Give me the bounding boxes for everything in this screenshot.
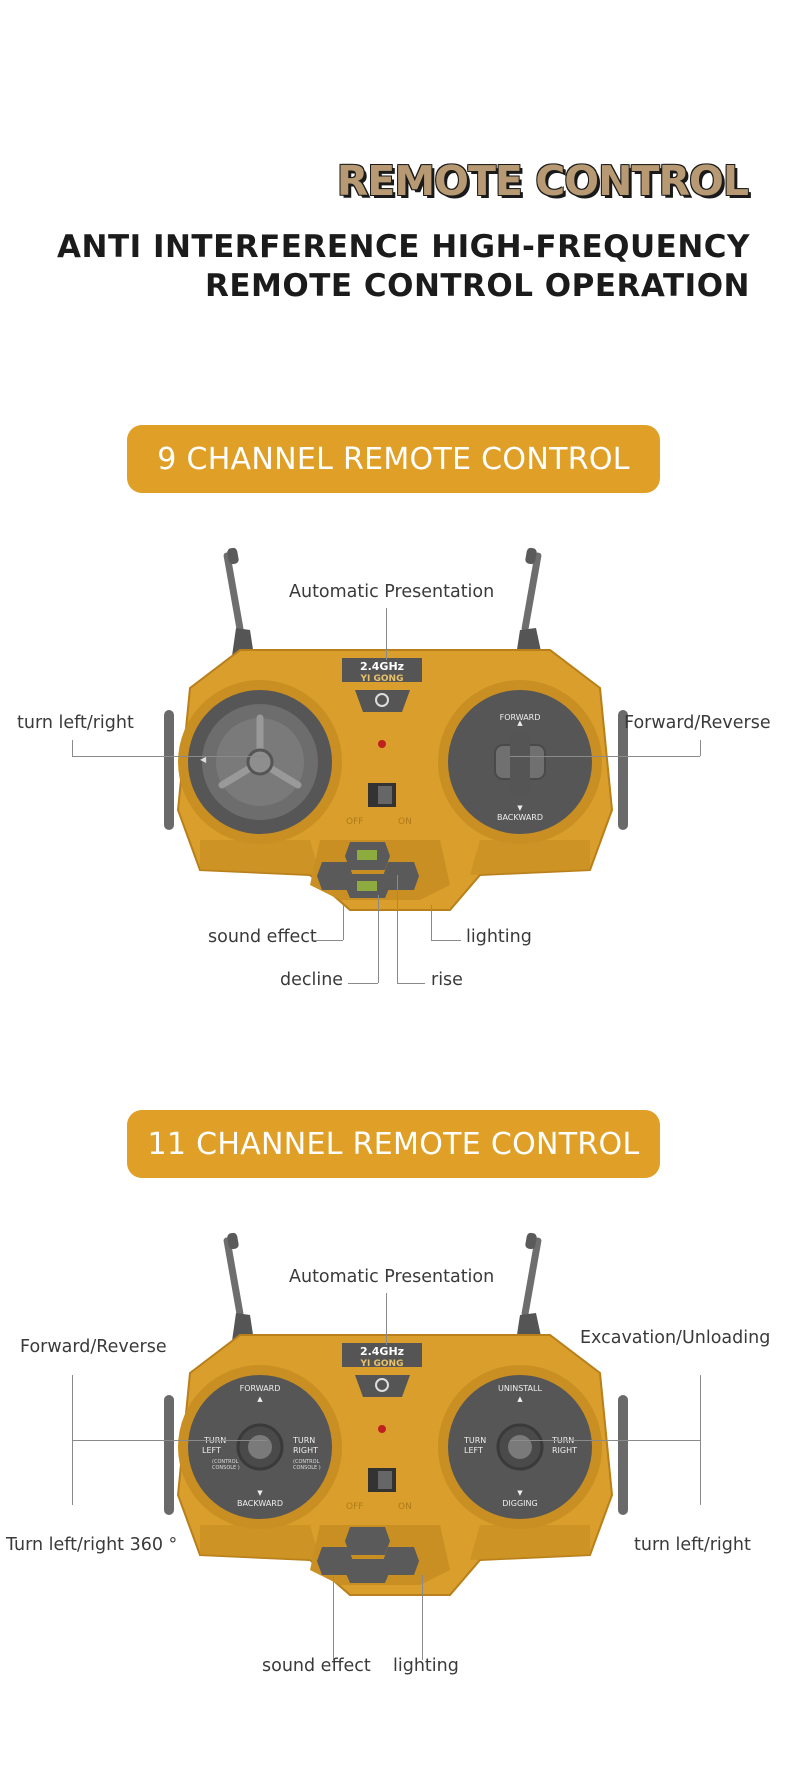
r-up-arrow: ▲ <box>517 1395 523 1403</box>
backward-arrow: ▼ <box>517 804 523 812</box>
s1-label-sound: sound effect <box>208 927 317 947</box>
s1-line-auto <box>386 608 387 660</box>
hero-title: REMOTE CONTROL <box>336 157 749 205</box>
s1-label-rise: rise <box>431 970 463 990</box>
s2-line-right-v <box>700 1375 701 1505</box>
s1-label-auto: Automatic Presentation <box>289 582 495 602</box>
switch-on-2: ON <box>398 1502 412 1512</box>
s1-line-fwd-h <box>510 756 700 757</box>
badge-freq-2: 2.4GHz <box>360 1345 404 1358</box>
s2-line-auto <box>386 1293 387 1345</box>
l-console-4: CONSOLE ) <box>293 1465 321 1471</box>
s2-label-lighting: lighting <box>393 1656 459 1676</box>
remote-11-illustration: FORWARD ▲ ▼ BACKWARD TURN LEFT TURN RIGH… <box>164 1232 628 1596</box>
l-forward-arrow: ▲ <box>257 1395 263 1403</box>
s1-line-sound-h <box>314 940 343 941</box>
badge-brand-2: YI GONG <box>360 1359 404 1369</box>
remote-11-channel: FORWARD ▲ ▼ BACKWARD TURN LEFT TURN RIGH… <box>150 1225 640 1625</box>
l-console-1: (CONTROL <box>212 1459 239 1465</box>
r-turn-left-text: TURN <box>463 1436 486 1445</box>
left-dial-label: ◀ <box>200 755 207 764</box>
r-right-text: RIGHT <box>552 1446 577 1455</box>
s1-line-turn-h <box>72 756 267 757</box>
s2-label-excavation: Excavation/Unloading <box>580 1328 771 1348</box>
s2-label-auto: Automatic Presentation <box>289 1267 495 1287</box>
section2-pill: 11 CHANNEL REMOTE CONTROL <box>127 1110 660 1178</box>
s2-line-sound-v <box>333 1575 334 1660</box>
backward-text: BACKWARD <box>497 813 543 822</box>
r-left-text: LEFT <box>464 1446 483 1455</box>
s2-label-turn360: Turn left/right 360 ° <box>6 1535 178 1555</box>
s1-label-fwd: Forward/Reverse <box>624 713 771 733</box>
r-digging-text: DIGGING <box>502 1499 537 1508</box>
antenna-right-2 <box>516 1232 542 1341</box>
remote-9-illustration: ◀ FORWARD ▲ ▼ BACKWARD 2.4GHz YI GONG OF… <box>164 547 628 911</box>
forward-text: FORWARD <box>500 713 541 722</box>
l-backward-text: BACKWARD <box>237 1499 283 1508</box>
s1-line-rise-h <box>397 983 425 984</box>
l-console-3: (CONTROL <box>293 1459 320 1465</box>
badge-freq: 2.4GHz <box>360 660 404 673</box>
antenna-left-2 <box>223 1232 254 1341</box>
s2-line-lighting-v <box>422 1575 423 1660</box>
s2-line-right-h <box>510 1440 700 1441</box>
section1-pill: 9 CHANNEL REMOTE CONTROL <box>127 425 660 493</box>
s2-line-left-h <box>72 1440 267 1441</box>
s1-line-rise-v <box>397 875 398 983</box>
s1-line-decline-h <box>348 983 378 984</box>
s1-line-turn-v <box>72 740 73 756</box>
s1-line-lighting-v <box>431 905 432 940</box>
l-right-text: RIGHT <box>293 1446 318 1455</box>
l-left-text: LEFT <box>202 1446 221 1455</box>
l-forward-text: FORWARD <box>240 1384 281 1393</box>
forward-arrow: ▲ <box>517 719 523 727</box>
l-console-2: CONSOLE ) <box>212 1465 240 1471</box>
badge-brand: YI GONG <box>360 674 404 684</box>
s1-line-fwd-v <box>700 740 701 756</box>
l-turn-right-text: TURN <box>292 1436 315 1445</box>
hero-subtitle: ANTI INTERFERENCE HIGH-FREQUENCY REMOTE … <box>57 228 750 306</box>
switch-off-2: OFF <box>346 1502 363 1512</box>
hero-subtitle-line1: ANTI INTERFERENCE HIGH-FREQUENCY <box>57 229 750 265</box>
s1-line-sound-v <box>343 905 344 940</box>
s1-label-decline: decline <box>280 970 344 990</box>
antenna-left <box>223 547 254 656</box>
s1-label-lighting: lighting <box>466 927 532 947</box>
switch-on: ON <box>398 817 412 827</box>
switch-off: OFF <box>346 817 363 827</box>
s2-label-sound: sound effect <box>262 1656 371 1676</box>
hero-subtitle-line2: REMOTE CONTROL OPERATION <box>204 268 750 304</box>
s2-label-turn: turn left/right <box>634 1535 751 1555</box>
remote-9-channel: ◀ FORWARD ▲ ▼ BACKWARD 2.4GHz YI GONG OF… <box>150 540 640 940</box>
r-uninstall-text: UNINSTALL <box>498 1384 542 1393</box>
s1-line-decline-v <box>378 895 379 983</box>
s2-label-fwd: Forward/Reverse <box>20 1337 167 1357</box>
s1-label-turn: turn left/right <box>17 713 134 733</box>
antenna-right <box>516 547 542 656</box>
s1-line-lighting-h <box>431 940 461 941</box>
l-backward-arrow: ▼ <box>257 1489 263 1497</box>
r-down-arrow: ▼ <box>517 1489 523 1497</box>
